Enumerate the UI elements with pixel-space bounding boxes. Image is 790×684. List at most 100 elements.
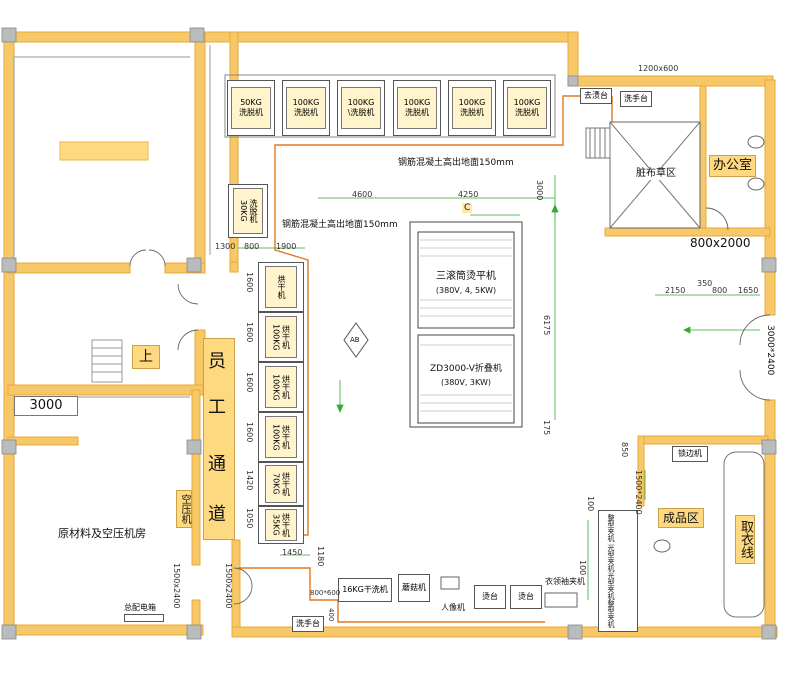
ironing-table-label: 烫台: [482, 592, 498, 601]
press-stack: [598, 510, 638, 632]
ironing-table: 烫台: [510, 585, 542, 609]
press-label: 光型夹机: [607, 544, 615, 572]
dim-label: 1600: [245, 322, 254, 343]
dim-label: 350: [697, 279, 713, 288]
takeout-line-label: 取衣线: [735, 515, 755, 564]
dim-label: 6175: [542, 315, 551, 336]
washer-type: 洗脱机: [249, 199, 258, 223]
dim-label: 100: [586, 496, 595, 512]
hemming-machine: 锁边机: [672, 446, 708, 462]
ironing-table-label: 烫台: [518, 592, 534, 601]
washer-type: 洗脱机: [460, 108, 484, 117]
ironing-table: 烫台: [474, 585, 506, 609]
dim-label: 175: [542, 420, 551, 436]
washer-type: 洗脱机: [294, 108, 318, 117]
dryer-type: 烘干机: [281, 375, 291, 399]
dryer-type: 烘干机: [281, 513, 291, 537]
workers-passage-char: 员: [208, 351, 226, 372]
ab-mark: AB: [350, 336, 360, 344]
dim-label: 4600: [352, 190, 373, 199]
dim-label: 1420: [245, 470, 254, 491]
washer-type: \洗脱机: [347, 108, 375, 117]
finished-area-label: 成品区: [658, 508, 705, 528]
sink-bottom: 洗手台: [292, 616, 324, 632]
dim-label: 2150: [665, 286, 686, 295]
dryer-capacity: 35KG: [271, 514, 281, 536]
main-panel-box: [124, 614, 164, 622]
dryer-capacity: 100KG: [271, 373, 281, 401]
dryer-type: 烘干机: [281, 425, 291, 449]
dim-label: 1300: [215, 242, 236, 251]
dryer-type: 烘干机: [281, 325, 291, 349]
washer-capacity: 100KG: [458, 98, 486, 107]
washer-capacity: 100KG: [347, 98, 375, 107]
dim-label: 1600: [245, 422, 254, 443]
door-3000x2400-label: 3000*2400: [765, 325, 775, 376]
dim-label: 100: [578, 560, 587, 576]
folder-name: ZD3000-V折叠机: [430, 364, 502, 374]
dryer: 烘干机: [258, 262, 304, 312]
washer-type: 洗脱机: [239, 108, 263, 117]
dryer-capacity: 70KG: [271, 473, 281, 495]
dim-label: 1500*2400: [634, 470, 643, 515]
dry-cleaner-label: 16KG干洗机: [342, 585, 388, 594]
mushroom-press-label: 蘑菇机: [402, 583, 426, 592]
dim-label: 3000: [535, 180, 544, 201]
washer-capacity: 100KG: [292, 98, 320, 107]
dryer-capacity: 100KG: [271, 323, 281, 351]
dim-label: 4250: [458, 190, 479, 199]
dryer-capacity: 100KG: [271, 423, 281, 451]
dim-label: 800*600: [310, 589, 341, 597]
folder-spec: (380V, 3KW): [440, 378, 492, 387]
dirty-linen-label: 脏布草区: [634, 168, 678, 180]
dim-label: 1900: [276, 242, 297, 251]
dim-label: 1500x2400: [224, 563, 233, 609]
ironer-spec: (380V, 4, 5KW): [435, 286, 497, 295]
dim-label: 850: [620, 442, 629, 458]
dim-label: 1050: [245, 508, 254, 529]
workers-passage-char: 道: [208, 504, 226, 525]
washer-capacity: 30KG: [239, 200, 248, 222]
dim-label: 400: [327, 608, 335, 622]
curb-note: 钢筋混凝土高出地面150mm: [282, 220, 398, 230]
dim-label: 1450: [282, 548, 303, 557]
washer-type: 洗脱机: [405, 108, 429, 117]
door-800x2000-label: 800x2000: [690, 236, 751, 250]
workers-passage: [203, 338, 235, 540]
ironer-name: 三滚筒烫平机: [436, 271, 496, 282]
washer-capacity: 100KG: [403, 98, 431, 107]
dim-label: 1650: [738, 286, 759, 295]
office-label: 办公室: [709, 155, 757, 177]
mannequin-label: 人像机: [441, 603, 465, 612]
workers-passage-char: 通: [208, 454, 226, 475]
dim-label: 1500x2400: [172, 563, 181, 609]
dry-cleaner: 16KG干洗机: [338, 578, 392, 602]
c-mark: C: [462, 203, 473, 213]
dim-label: 1180: [316, 546, 325, 567]
dim-label: 800: [244, 242, 260, 251]
stain-removal-label: 去渍台: [584, 91, 608, 100]
washer: 100KG\洗脱机: [337, 80, 385, 136]
sink-top: 洗手台: [620, 91, 652, 107]
workers-passage-char: 工: [208, 397, 226, 418]
press-label: 光型夹机: [607, 572, 615, 600]
dryer-type: 烘干机: [281, 472, 291, 496]
mushroom-press: 蘑菇机: [398, 574, 430, 602]
press-label: 整型夹机: [607, 514, 615, 542]
main-panel-label: 总配电箱: [124, 603, 156, 612]
press-label: 整型夹机: [607, 600, 615, 628]
washer-capacity: 50KG: [240, 98, 262, 107]
collar-cuff-label: 衣领袖夹机: [545, 577, 585, 586]
sink-bottom-label: 洗手台: [296, 619, 320, 628]
stairs-up-label: 上: [132, 345, 160, 369]
dim-label: 1600: [245, 372, 254, 393]
dim-label: 1200x600: [638, 64, 679, 73]
washer-capacity: 100KG: [513, 98, 541, 107]
